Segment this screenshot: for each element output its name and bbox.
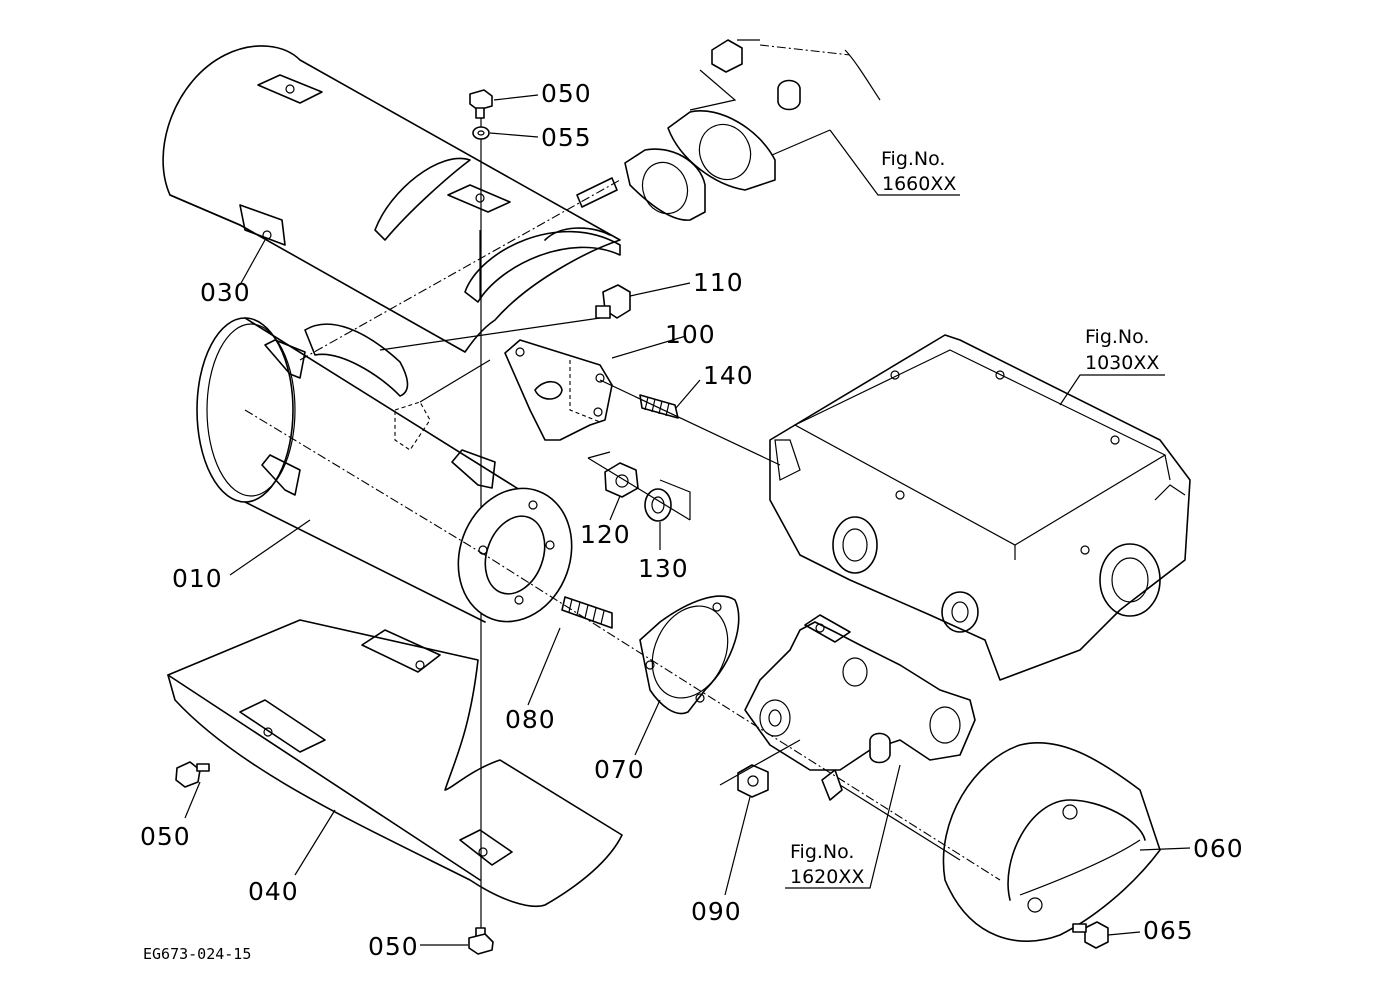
fig-1030-prefix: Fig.No. [1085, 326, 1149, 348]
top-gasket [624, 148, 706, 221]
top-pipe-break [844, 49, 881, 101]
label-090: 090 [691, 897, 742, 926]
washer-130 [644, 488, 672, 522]
label-050-left: 050 [140, 822, 191, 851]
part-010-muffler [196, 317, 573, 623]
part-030-upper-cover [162, 45, 621, 353]
label-100: 100 [665, 320, 716, 349]
label-120: 120 [580, 520, 631, 549]
fig-1620-prefix: Fig.No. [790, 841, 854, 863]
bolt-065 [1072, 921, 1109, 949]
part-040-lower-cover [167, 619, 623, 908]
fig-1660-prefix: Fig.No. [881, 148, 945, 170]
bolt-050-bottom [468, 927, 494, 955]
label-080: 080 [505, 705, 556, 734]
bolt-110 [595, 284, 631, 319]
label-140: 140 [703, 361, 754, 390]
label-065: 065 [1143, 916, 1194, 945]
cylinder-head-1030xx [769, 334, 1191, 681]
leader-1620 [785, 764, 901, 889]
bolt-110-line [379, 317, 601, 351]
label-055: 055 [541, 123, 592, 152]
label-070: 070 [594, 755, 645, 784]
label-050-bottom: 050 [368, 932, 419, 961]
label-110: 110 [693, 268, 744, 297]
leader-lines [184, 94, 1191, 946]
fig-1620-number: 1620XX [790, 866, 864, 888]
nut-090-line [719, 739, 801, 786]
nut-120 [604, 462, 639, 498]
washer-055 [472, 126, 490, 140]
label-060: 060 [1193, 834, 1244, 863]
exhaust-manifold-1620xx [744, 614, 976, 801]
leader-1660 [829, 129, 960, 196]
stud-080 [561, 596, 613, 629]
bracket-head-line [599, 379, 781, 466]
top-pipe-center [759, 44, 851, 56]
label-040: 040 [248, 877, 299, 906]
label-010: 010 [172, 564, 223, 593]
drawing-code: EG673-024-15 [143, 945, 251, 963]
bracket-100 [504, 339, 613, 441]
leader-1030 [1059, 374, 1165, 406]
upper-axis-line [299, 179, 621, 361]
label-030: 030 [200, 278, 251, 307]
top-nut [711, 39, 743, 73]
manifold-shield-line [839, 784, 961, 861]
top-collar [777, 79, 801, 111]
heat-shield-060 [942, 741, 1161, 942]
top-pipe-edge [771, 129, 831, 156]
label-050-top: 050 [541, 79, 592, 108]
fig-1660-number: 1660XX [882, 173, 956, 195]
exhaust-axis-line [244, 409, 1001, 881]
nut-washer-group-line [587, 451, 691, 521]
bracket-link-line [419, 359, 491, 403]
top-nut-line [689, 69, 737, 111]
label-130: 130 [638, 554, 689, 583]
bolt-050-top [469, 89, 493, 119]
top-flange [667, 110, 776, 191]
fig-1030-number: 1030XX [1085, 352, 1159, 374]
gasket-070 [639, 595, 740, 715]
nut-090 [737, 764, 769, 798]
bolt-050-left [175, 761, 210, 788]
